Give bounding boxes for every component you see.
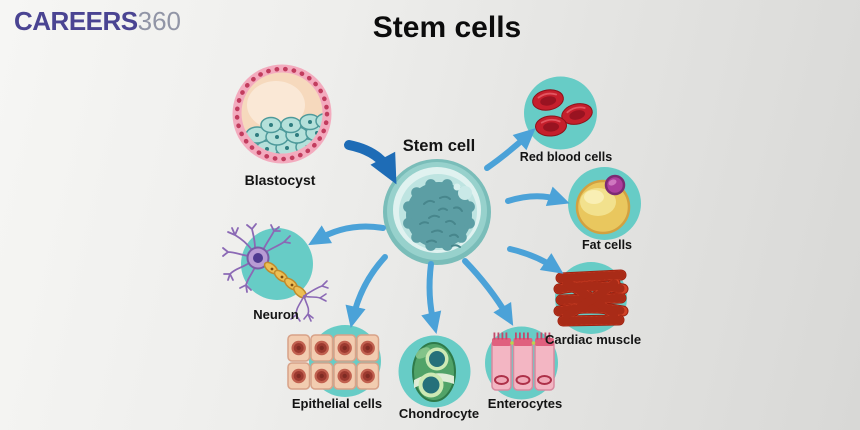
blastocyst-illustration [232,64,332,164]
fat-cells-node [567,166,642,241]
arrow-stemcell-to-fat-cells [505,186,570,206]
label-cardiac-muscle: Cardiac muscle [544,332,642,347]
brand-logo[interactable]: CAREERS360 [14,8,181,34]
red-blood-cells-node [523,76,598,151]
enterocyte-columnar-cells [491,332,555,391]
neuron-dendrites [222,223,291,293]
stem-cell-node [382,158,492,266]
cardiac-muscle-node [551,258,631,338]
red-blood-cells-illustration [524,76,597,150]
fat-cell-nucleus [604,174,626,196]
brand-name: CAREERS [14,6,138,36]
label-epithelial-cells: Epithelial cells [291,396,383,411]
neuron-axon [263,261,307,299]
label-red-blood-cells: Red blood cells [519,150,613,164]
arrow-stemcell-to-cardiac-muscle [507,246,564,274]
label-blastocyst: Blastocyst [244,172,316,188]
arrow-stemcell-to-epithelial-cells [345,254,388,329]
page-title: Stem cells [372,11,522,44]
stem-cell-illustration [383,159,491,265]
stem-cell-nucleus [403,179,475,251]
red-blood-cell-shapes [532,89,593,137]
chondrocyte-illustration [398,335,471,408]
chondrocyte-lacunae [418,347,449,398]
stem-cell-nucleus-texture [419,195,463,248]
label-neuron: Neuron [253,307,299,322]
arrow-stemcell-to-chondrocyte [421,261,442,334]
label-chondrocyte: Chondrocyte [398,406,480,421]
epithelial-cells-node [283,317,383,405]
epithelial-cell-grid [287,334,380,390]
brand-suffix: 360 [137,6,182,36]
blastocyst-node [231,63,333,165]
epithelial-nuclei [291,340,375,384]
neuron-axon-terminals [290,280,329,322]
blastocyst-trophoblast-dots [234,66,330,162]
neuron-node [222,222,334,326]
enterocytes-node [484,326,559,404]
arrow-stemcell-to-enterocytes [462,258,514,326]
neuron-nucleus [253,253,263,263]
enterocytes-illustration [485,326,558,400]
label-stem-cell: Stem cell [402,137,476,155]
label-enterocytes: Enterocytes [487,396,563,411]
cardiac-muscle-illustration [553,262,629,334]
fat-cells-illustration [568,167,641,240]
neuron-illustration [222,223,329,322]
epithelial-cells-illustration [287,325,381,397]
chondrocyte-node [398,335,471,408]
label-fat-cells: Fat cells [581,238,633,252]
cardiac-muscle-fibers [553,269,629,327]
